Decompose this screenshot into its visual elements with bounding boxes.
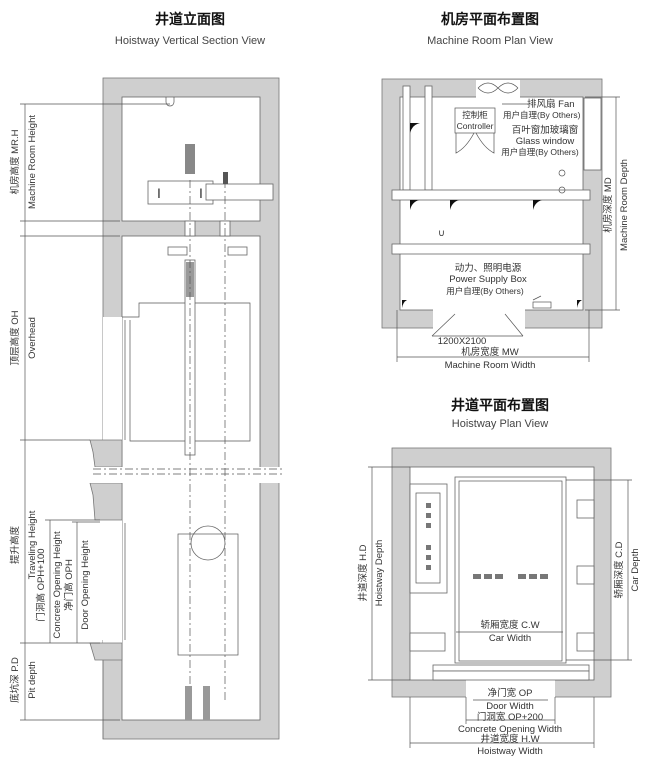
guide-rail	[424, 85, 433, 191]
overhead-label-cn: 顶层高度 OH	[9, 310, 21, 365]
mw-label-en: Machine Room Width	[445, 360, 536, 371]
hd-label-cn: 井道深度 H.D	[357, 544, 369, 601]
cw-label-cn: 轿厢宽度 C.W	[480, 619, 539, 631]
hook-icon: ∪	[438, 228, 445, 239]
window-label-en: Glass window	[516, 136, 575, 147]
governor-icon	[223, 172, 228, 184]
controller-label-cn: 控制柜	[462, 110, 488, 120]
traveling-height-label-en: Traveling Height	[27, 510, 38, 579]
rope-hole-icon	[558, 169, 566, 177]
buffer-icon	[185, 686, 192, 720]
mr-plan-title-cn: 机房平面布置图	[441, 11, 539, 27]
counterweight-frame	[415, 492, 441, 584]
counterweight-blocks	[426, 503, 431, 570]
hw-label-cn: 井道宽度 H.W	[480, 733, 539, 745]
door-size-label: 1200X2100	[438, 336, 487, 347]
rope-guide	[167, 246, 188, 256]
traveling-height-label-cn: 提升高度	[9, 526, 21, 565]
buffer-icon	[203, 686, 210, 720]
car-rail-brackets	[409, 499, 595, 652]
traction-machine-icon	[185, 144, 195, 174]
mr-plan-title-en: Machine Room Plan View	[427, 35, 553, 47]
glass-window	[583, 97, 602, 171]
md-label-cn: 机房深度 MD	[602, 177, 614, 233]
fan-label: 排风扇 Fan	[527, 98, 575, 110]
md-label-en: Machine Room Depth	[619, 159, 630, 251]
hw-label-en: Hoistway Width	[477, 746, 542, 757]
door-opening-height-en: Door Opening Height	[80, 540, 91, 630]
hd-label-en: Hoistway Depth	[374, 540, 385, 607]
pit-depth-label-en: Pit depth	[27, 661, 38, 699]
door-opening-height-cn: 净门高 OPH	[63, 559, 75, 611]
controller-label-en: Controller	[457, 121, 494, 131]
op-label-en: Door Width	[486, 701, 534, 712]
concrete-opening-height-en: Concrete Opening Height	[52, 531, 63, 639]
break-gap	[80, 467, 290, 483]
sheave-icon	[190, 525, 226, 561]
cd-label-cn: 轿厢深度 C.D	[613, 541, 625, 598]
pit-depth-label-cn: 底坑深 P.D	[9, 657, 21, 703]
door-sill	[432, 664, 590, 672]
mr-height-label-cn: 机房高度 MR.H	[9, 129, 21, 194]
machine-beam	[391, 243, 591, 255]
i-beam-icon: I	[157, 185, 161, 201]
hw-dimension-lines	[368, 466, 632, 748]
window-label-cn: 百叶窗加玻璃窗	[512, 124, 579, 136]
section-dimension-lines	[20, 103, 170, 721]
concrete-opening-height-cn: 门洞高 OPH+100	[35, 548, 47, 621]
cw-label-en: Car Width	[489, 633, 531, 644]
hw-plan-title-cn: 井道平面布置图	[451, 397, 549, 413]
op-label-cn: 净门宽 OP	[488, 687, 533, 699]
power-supply-box	[532, 301, 552, 309]
controller-cabinet	[454, 107, 496, 134]
hw-plan-title-en: Hoistway Plan View	[452, 418, 548, 430]
top-landing-opening	[103, 317, 122, 440]
section-title-en: Hoistway Vertical Section View	[115, 35, 265, 47]
floor-slab	[89, 482, 123, 521]
landing-sill	[432, 670, 590, 681]
rope-guide	[227, 246, 248, 256]
counterweight	[177, 533, 239, 656]
power-by-others: 用户自理(By Others)	[446, 286, 524, 296]
bottom-landing-opening	[103, 520, 122, 643]
cd-label-en: Car Depth	[630, 548, 641, 591]
overhead-label-en: Overhead	[27, 317, 38, 359]
machine-room-door-opening	[433, 308, 525, 329]
machine-beam-extension	[205, 183, 274, 201]
i-beam-icon: I	[199, 185, 203, 201]
hoistway-vertical-section: 井道立面图 Hoistway Vertical Section View I I…	[9, 11, 290, 740]
cop-label-cn: 门洞宽 OP+200	[477, 711, 543, 723]
power-label-cn: 动力、照明电源	[455, 262, 522, 274]
mr-height-label-en: Machine Room Height	[27, 115, 38, 209]
fan-by-others: 用户自理(By Others)	[503, 110, 581, 120]
floor-slab	[89, 439, 123, 468]
car-inner-wall	[458, 480, 563, 662]
fan-icon	[477, 82, 519, 94]
window-by-others: 用户自理(By Others)	[501, 147, 579, 157]
machine-room-plan: 机房平面布置图 Machine Room Plan View ∪ 排风扇 Fan…	[381, 11, 630, 371]
lifting-hook-icon	[165, 97, 175, 107]
car-ceiling-fixtures	[473, 574, 548, 579]
floor-slab	[89, 642, 123, 739]
fan-opening	[476, 80, 520, 98]
counterweight-plan	[409, 483, 448, 594]
cop-label-en: Concrete Opening Width	[458, 724, 562, 735]
mr-dimension-lines	[396, 96, 620, 362]
mw-label-cn: 机房宽度 MW	[461, 346, 519, 358]
rope-hole-icon	[558, 186, 566, 194]
guide-rail	[402, 85, 411, 191]
hoistway-plan: 井道平面布置图 Hoistway Plan View 井道深度 H.D Hois…	[357, 397, 641, 757]
section-title-cn: 井道立面图	[155, 11, 225, 27]
controller-door-swing	[455, 132, 495, 154]
power-label-en: Power Supply Box	[449, 274, 527, 285]
machine-beam	[391, 189, 591, 201]
elevator-car	[122, 302, 251, 442]
hoistway-door-opening	[466, 679, 555, 698]
